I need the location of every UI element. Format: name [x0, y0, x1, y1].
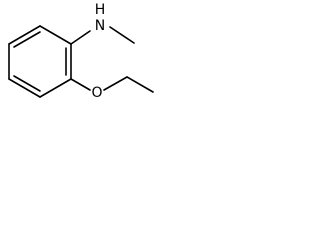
bond-ch2-to-ch3 — [126, 76, 154, 93]
ring-double-bond-upper — [13, 31, 41, 48]
ring-bond-bottom-right — [39, 78, 72, 98]
ring-bond-top-left — [8, 25, 41, 45]
bond-ring-to-oxygen — [70, 78, 91, 91]
chemical-structure-diagram: N H O — [8, 2, 154, 101]
ring-bond-top-right — [39, 25, 72, 45]
substituent-bonds — [70, 26, 154, 93]
ring-bond-bottom-left — [8, 78, 41, 98]
benzene-ring — [8, 25, 72, 98]
bond-oxygen-to-ch2 — [103, 76, 128, 91]
bond-nitrogen-to-methyl — [109, 26, 135, 44]
nitrogen-label: N — [95, 18, 105, 34]
ring-double-bond-lower — [13, 75, 41, 92]
bond-ring-to-nitrogen — [70, 30, 91, 45]
oxygen-label: O — [91, 85, 102, 101]
hydrogen-label: H — [95, 2, 106, 18]
